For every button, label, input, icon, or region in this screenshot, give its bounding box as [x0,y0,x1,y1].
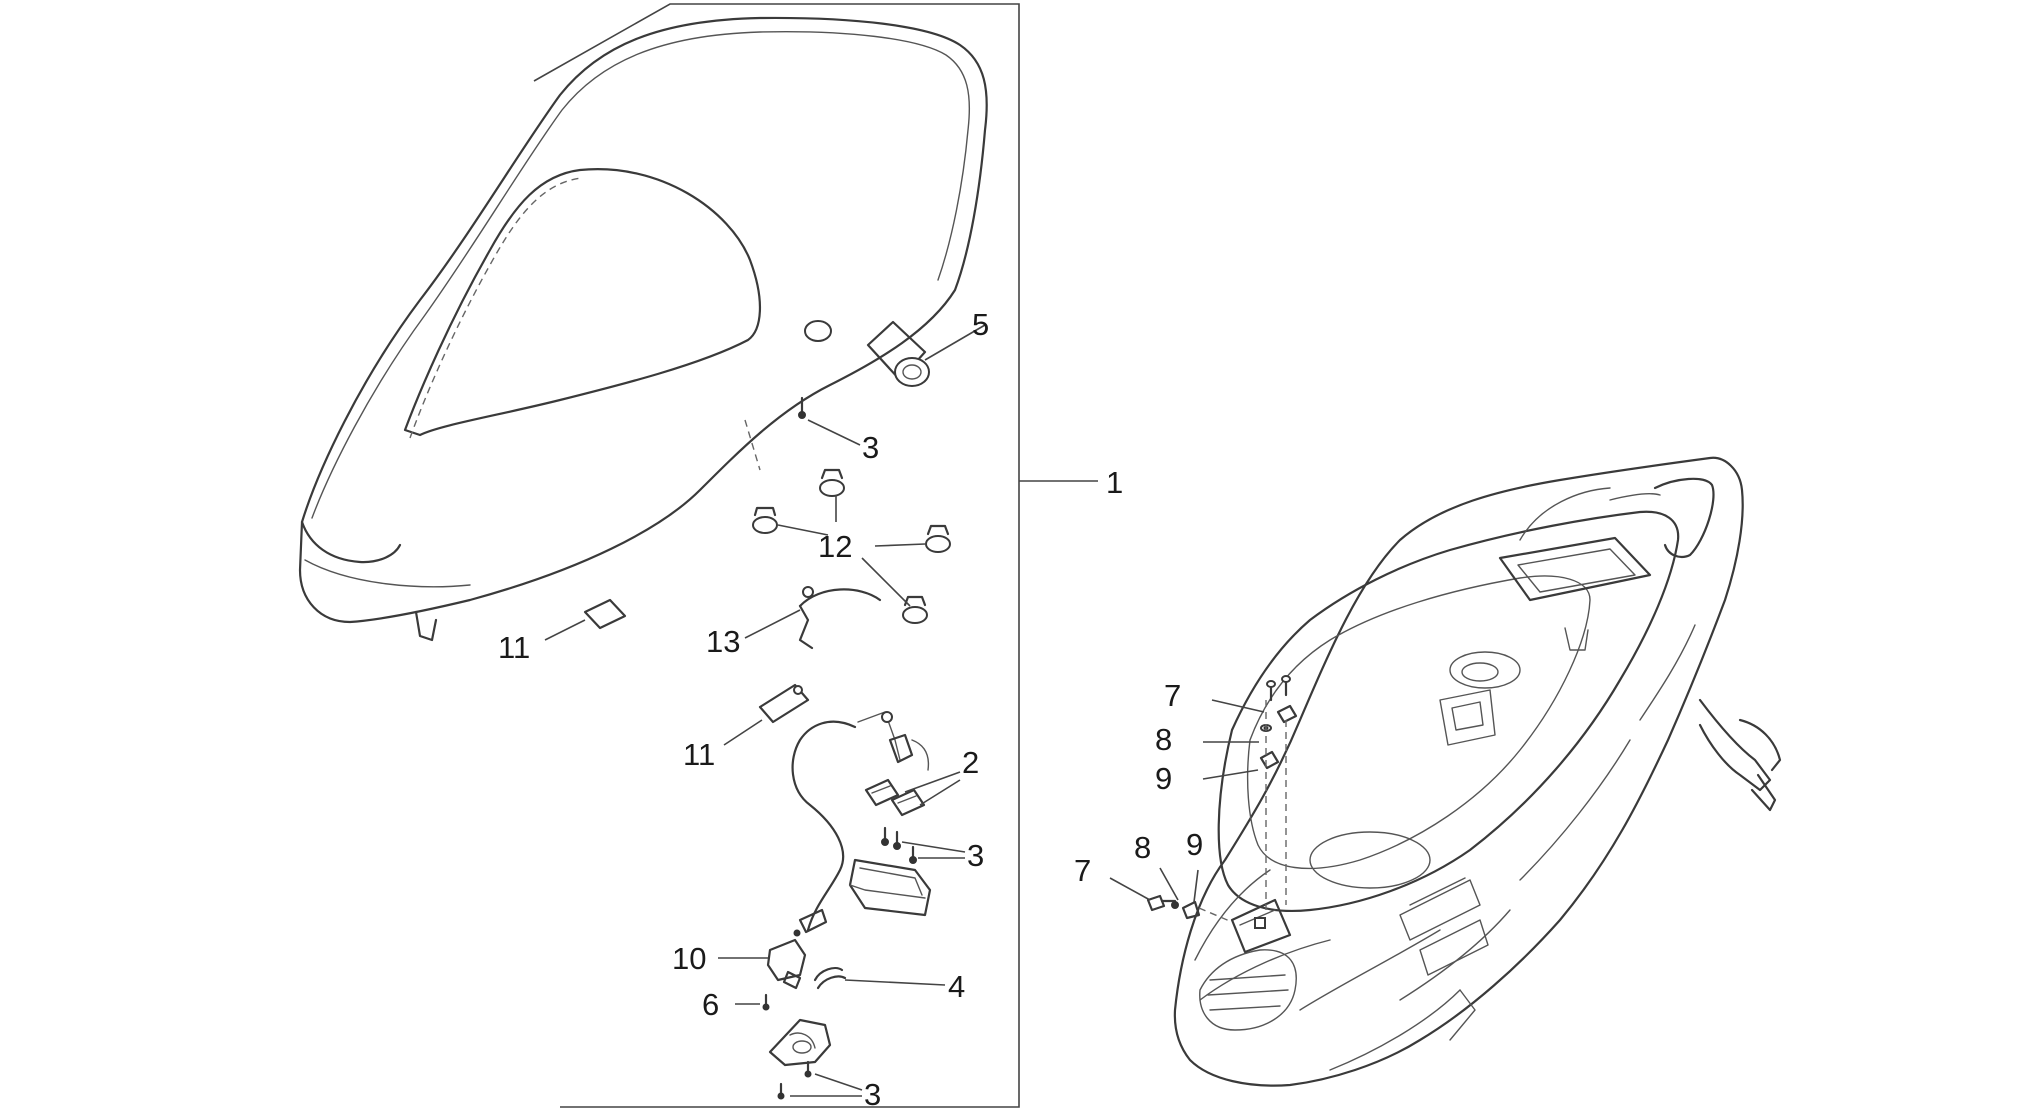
screw-part-top [798,396,861,446]
callout-4: 4 [948,969,965,1004]
bolt-set-upper [1202,675,1298,910]
callout-11-top: 11 [498,630,530,665]
bracket-part [768,1018,832,1067]
connector-part [718,938,807,990]
callout-7-lower: 7 [1074,853,1091,888]
callout-11-lower: 11 [683,737,715,772]
callout-3-bottom: 3 [864,1077,881,1109]
callout-10: 10 [672,941,706,976]
callout-9-lower: 9 [1186,827,1203,862]
latch-clips-part [864,771,961,817]
callout-8-upper: 8 [1155,722,1172,757]
rubber-pad-part-lower [723,683,810,746]
screws-part-middle [881,826,966,864]
callout-5: 5 [972,307,989,342]
small-screw-part [735,993,770,1011]
bolt-set-lower [1109,867,1233,923]
callout-7-upper: 7 [1164,678,1181,713]
callout-12: 12 [818,529,852,564]
rubber-buffers-part [752,468,951,624]
seat-part [298,16,988,642]
callout-9-upper: 9 [1155,761,1172,796]
latch-cover-part [848,858,932,917]
release-cable-part [791,711,930,937]
assembly-bracket [533,3,1098,1108]
rear-body-frame [1173,456,1782,1087]
rubber-pad-part-top [544,598,627,641]
spring-clip-part [744,586,882,650]
callout-6: 6 [702,987,719,1022]
screws-part-bottom [777,1060,863,1100]
callout-13: 13 [706,624,740,659]
callout-2: 2 [962,745,979,780]
callout-3-middle: 3 [967,838,984,873]
callout-1: 1 [1106,465,1123,500]
lock-cylinder-part [866,320,986,387]
callout-labels: 1 2 3 3 3 4 5 6 7 7 8 8 9 9 10 11 11 12 … [498,307,1203,1112]
callout-3-top: 3 [862,430,879,465]
callout-8-lower: 8 [1134,830,1151,865]
grommet-part [813,966,946,990]
